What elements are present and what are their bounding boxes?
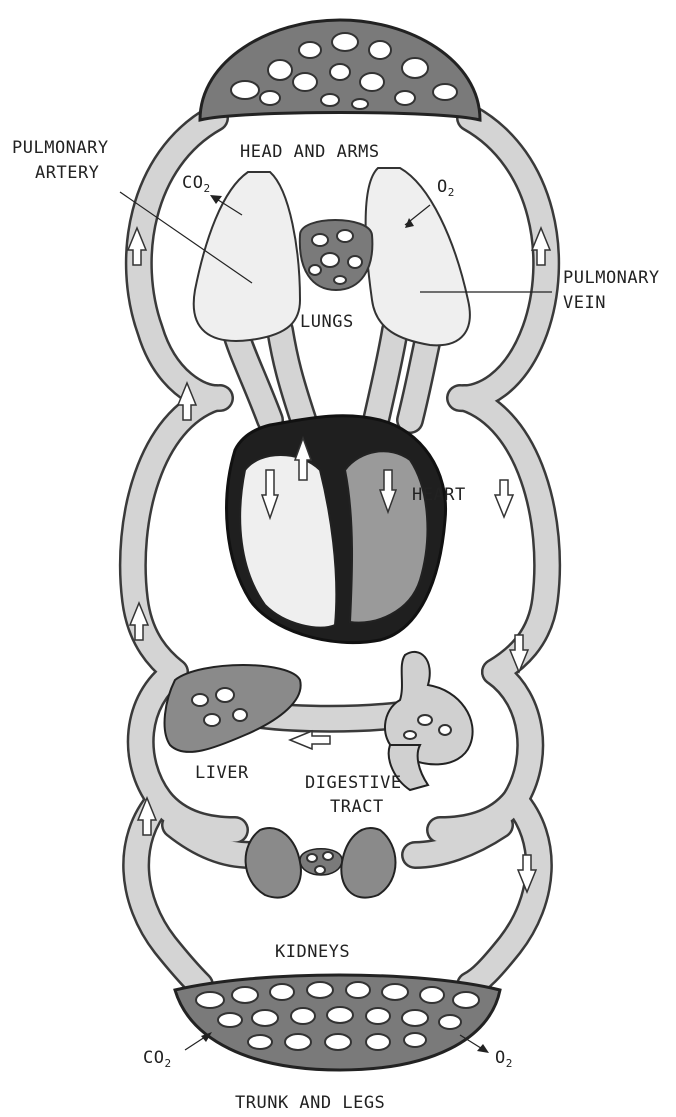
label-trunk-and-legs: TRUNK AND LEGS — [235, 1093, 385, 1113]
left-lung — [194, 172, 300, 341]
label-pulmonary-vein-line2: VEIN — [563, 293, 606, 313]
trunk-legs-capillary-bed — [175, 975, 500, 1070]
label-pulmonary-artery-line1: PULMONARY — [12, 138, 109, 158]
label-digestive-line1: DIGESTIVE — [305, 773, 402, 793]
flow-arrow-down — [495, 480, 513, 517]
liver — [165, 665, 301, 752]
digestive-tract — [385, 652, 473, 790]
label-heart: HEART — [412, 485, 466, 505]
label-lungs: LUNGS — [300, 312, 354, 332]
label-o2-lungs: O2 — [437, 177, 455, 199]
heart — [227, 416, 446, 643]
label-pulmonary-artery-line2: ARTERY — [35, 163, 99, 183]
label-o2-trunk: O2 — [495, 1048, 513, 1070]
label-co2-trunk: CO2 — [143, 1048, 172, 1070]
flow-arrow-left — [290, 731, 330, 749]
head-arms-capillary-bed — [200, 20, 480, 120]
label-digestive-line2: TRACT — [330, 797, 384, 817]
kidneys — [246, 828, 396, 898]
label-pulmonary-vein-line1: PULMONARY — [563, 268, 660, 288]
label-liver: LIVER — [195, 763, 249, 783]
label-kidneys: KIDNEYS — [275, 942, 350, 962]
label-co2-lungs: CO2 — [182, 173, 211, 195]
label-head-and-arms: HEAD AND ARMS — [240, 142, 380, 162]
